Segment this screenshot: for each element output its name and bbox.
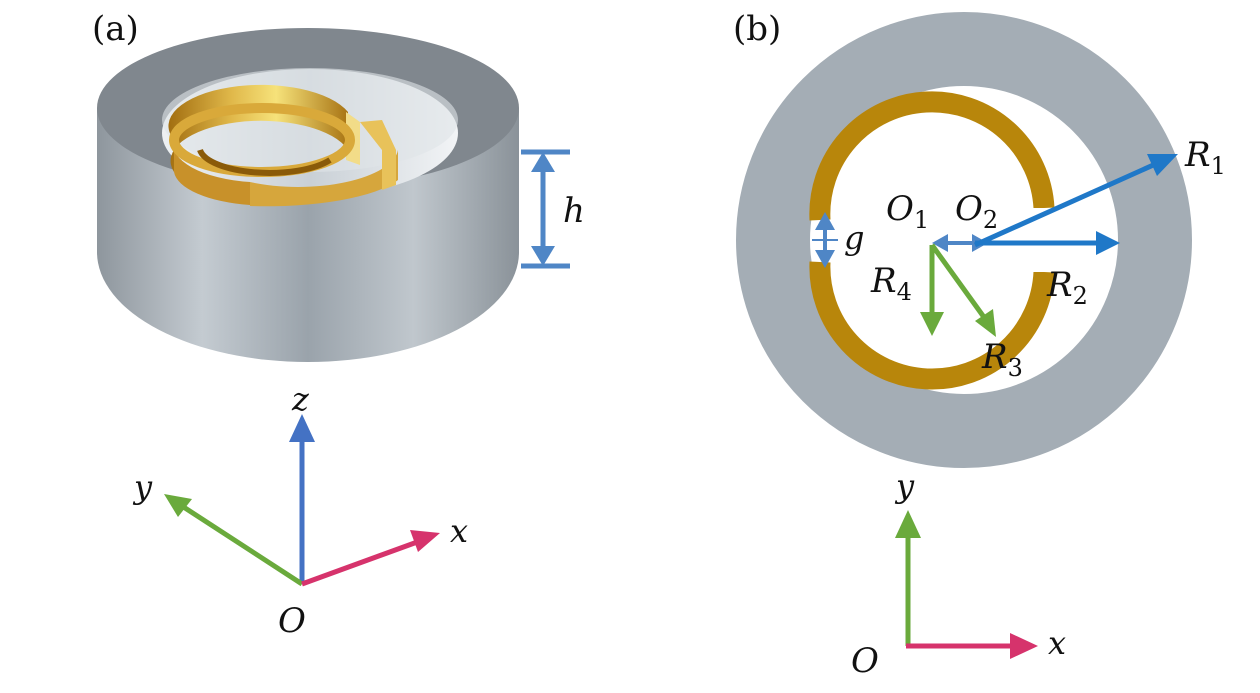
o2-label: O2 [955,189,998,234]
panel-a-label: (a) [92,9,139,49]
axes-3d: z y x O [132,380,468,641]
o1-label: O1 [886,189,929,234]
r1-label: R1 [1184,135,1226,180]
x-axis [301,538,421,587]
split-ring-3d [168,84,398,207]
z-axis-label: z [291,380,310,418]
panel-b-label: (b) [733,9,781,49]
r4-label: R4 [870,261,912,306]
r3-label: R3 [981,337,1023,382]
resonator-top-view: g R1 R2 R3 R4 O1 O2 [736,12,1226,468]
x-axis-2d-label: x [1048,624,1066,662]
y-axis-2d-label: y [894,467,915,505]
r3-arrow [929,243,989,322]
outer-ring [736,12,1192,468]
axes-2d: y x O [851,467,1066,681]
y-axis [180,503,304,587]
origin-label: O [278,601,306,641]
resonator-3d-view: h [97,28,585,362]
x-axis-label: x [450,512,468,550]
r2-label: R2 [1046,265,1088,310]
origin-2d-label: O [851,641,879,681]
split-ring-upper [809,91,1055,221]
y-axis-label: y [132,468,153,506]
split-ring-lower [809,261,1055,390]
g-label: g [844,219,864,257]
h-label: h [563,191,585,231]
r1-arrow [973,159,1162,248]
